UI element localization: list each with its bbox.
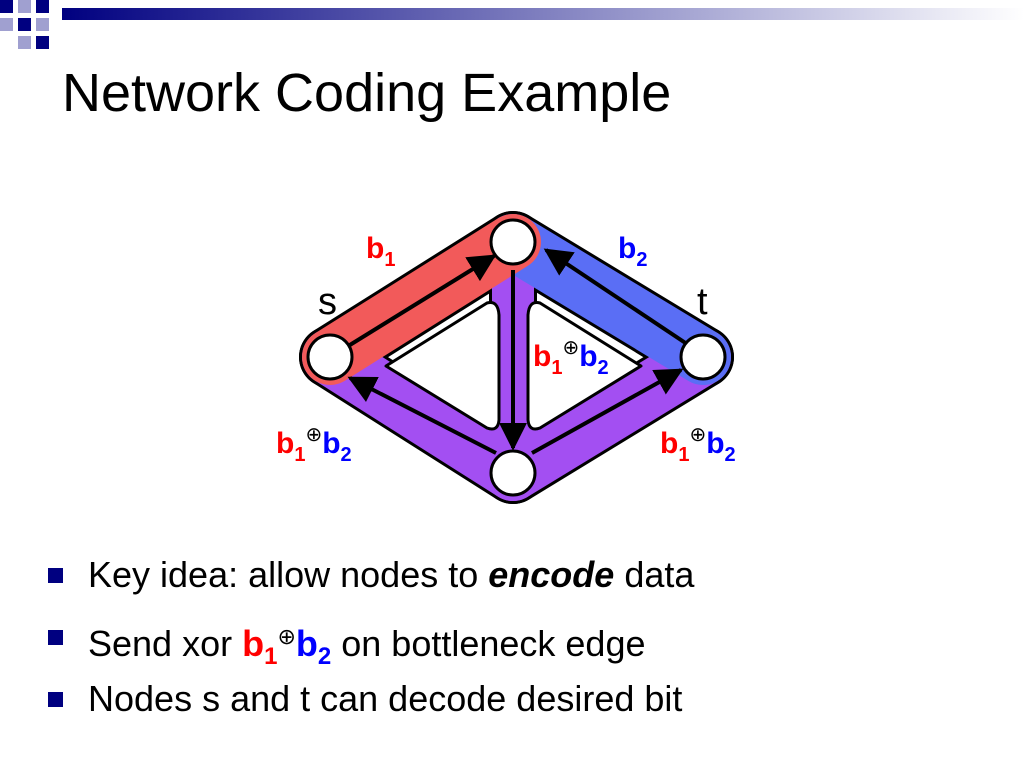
- node-s-label: s: [318, 281, 337, 323]
- deco-square: [0, 18, 13, 31]
- arrow-t-to-top: [543, 248, 692, 348]
- bullet-b1-sub: 1: [264, 643, 278, 670]
- bullet-text: Nodes s and t can decode desired bit: [88, 678, 683, 719]
- arrow-bottom-to-t: [531, 368, 684, 455]
- label-b2-base: b: [618, 232, 636, 265]
- bullet-b1: b: [242, 623, 265, 664]
- bullet-b2: b: [295, 623, 318, 664]
- bullet-square-icon: [48, 692, 63, 707]
- bullet-item: Key idea: allow nodes to encode data: [44, 546, 694, 608]
- label-xor-right: b1⊕b2: [660, 424, 736, 466]
- label-b1: b1: [366, 232, 395, 271]
- label-b1-sub: 1: [384, 249, 395, 271]
- xor-right-b2: b: [706, 427, 724, 460]
- label-b1-base: b: [366, 232, 384, 265]
- bullet-square-icon: [48, 568, 63, 583]
- node-s: [306, 333, 354, 381]
- xor-right-sub1: 1: [678, 444, 689, 466]
- xor-center-sub2: 2: [598, 357, 609, 379]
- bullet-item: Send xor b1⊕b2 on bottleneck edge: [44, 608, 694, 670]
- inner-region-left: [384, 301, 501, 431]
- header-gradient-bar: [62, 8, 1024, 20]
- xor-right-b1: b: [660, 427, 678, 460]
- deco-square: [18, 18, 31, 31]
- xor-right-sub2: 2: [725, 444, 736, 466]
- label-xor-left: b1⊕b2: [276, 424, 352, 466]
- deco-square: [36, 18, 49, 31]
- xor-center-op: ⊕: [562, 337, 579, 359]
- deco-square: [36, 36, 49, 49]
- xor-right-op: ⊕: [689, 424, 706, 446]
- label-xor-center: b1⊕b2: [533, 337, 609, 379]
- deco-square: [18, 36, 31, 49]
- arrow-s-to-top: [343, 254, 497, 350]
- bullet-text: on bottleneck edge: [331, 623, 646, 664]
- bullet-emphasis: encode: [488, 554, 615, 595]
- label-b2-sub: 2: [636, 249, 647, 271]
- deco-square: [0, 0, 13, 13]
- xor-left-b1: b: [276, 427, 294, 460]
- bullet-square-icon: [48, 630, 63, 645]
- page-title: Network Coding Example: [62, 63, 672, 123]
- inner-region-right: [526, 301, 643, 431]
- label-b2: b2: [618, 232, 647, 271]
- node-t-label: t: [697, 281, 708, 323]
- xor-left-b2: b: [322, 427, 340, 460]
- node-bottom: [489, 449, 537, 497]
- bullet-text: data: [614, 554, 695, 595]
- arrow-bottom-to-s: [347, 376, 497, 455]
- xor-center-b2: b: [579, 340, 597, 373]
- deco-square: [18, 0, 31, 13]
- node-t: [679, 333, 727, 381]
- xor-center-b1: b: [533, 340, 551, 373]
- node-top: [489, 218, 537, 266]
- bullet-b2-sub: 2: [317, 643, 332, 670]
- bullet-list: Key idea: allow nodes to encode data Sen…: [44, 546, 694, 732]
- bullet-text: Send xor: [88, 623, 243, 664]
- bullet-item: Nodes s and t can decode desired bit: [44, 670, 694, 732]
- header-decoration: [0, 0, 1024, 49]
- xor-left-sub1: 1: [294, 444, 305, 466]
- bullet-text: Key idea: allow nodes to: [88, 554, 489, 595]
- xor-left-op: ⊕: [305, 424, 322, 446]
- bullet-xor-op: ⊕: [277, 624, 296, 649]
- xor-center-sub1: 1: [551, 357, 562, 379]
- deco-square: [36, 0, 49, 13]
- xor-left-sub2: 2: [341, 444, 352, 466]
